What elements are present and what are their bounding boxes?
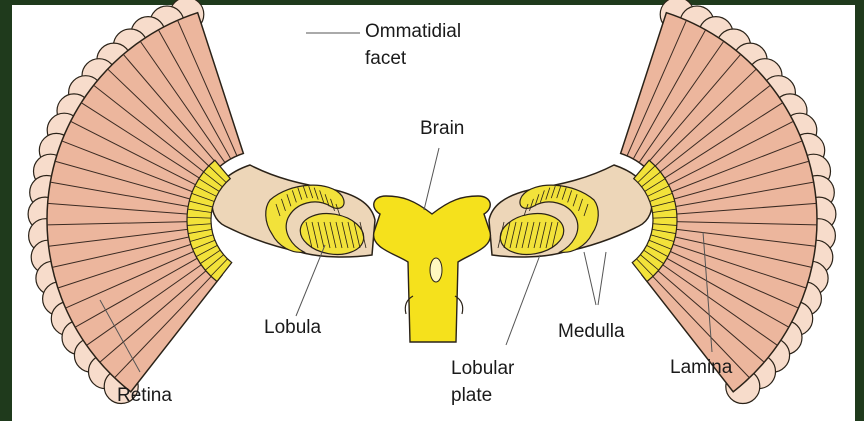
label-ommatidial-facet-line1: Ommatidial	[365, 20, 461, 43]
label-ommatidial-facet-line2: facet	[365, 47, 406, 70]
label-brain: Brain	[420, 117, 464, 140]
label-lobular-plate-line1: Lobular	[451, 357, 514, 380]
medulla-leader-line-1	[584, 252, 596, 305]
label-lamina: Lamina	[670, 356, 732, 379]
label-retina: Retina	[117, 384, 172, 407]
label-lobular-plate-line2: plate	[451, 384, 492, 407]
medulla-leader-line-2	[598, 252, 606, 305]
label-medulla: Medulla	[558, 320, 625, 343]
brain-ocellus	[430, 258, 442, 282]
label-lobula: Lobula	[264, 316, 321, 339]
right-compound-eye	[489, 0, 836, 404]
brain-leader-line	[424, 148, 439, 210]
lobula-leader-line	[296, 245, 325, 316]
lobular-plate-leader-line	[506, 255, 540, 345]
left-compound-eye	[28, 0, 375, 404]
